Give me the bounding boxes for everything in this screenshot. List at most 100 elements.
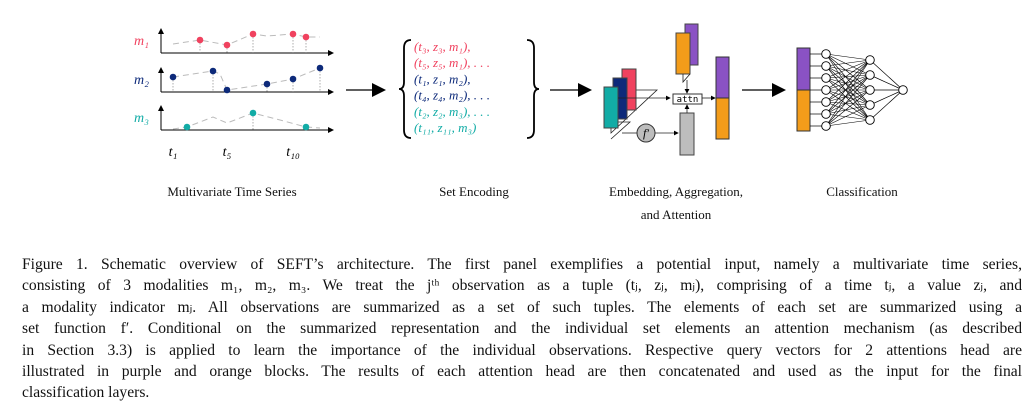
observation-point <box>209 67 217 75</box>
summary-representation-block <box>679 112 695 156</box>
hidden-edge <box>825 77 871 106</box>
modality-label: m₂ <box>134 73 149 88</box>
observation-point <box>223 41 231 49</box>
hidden-edge <box>825 89 871 103</box>
output-head-orange <box>715 97 730 140</box>
hidden-edge <box>825 65 871 106</box>
output-head-purple <box>715 56 730 99</box>
hidden-edge <box>825 59 871 79</box>
arrowhead <box>772 83 786 97</box>
hidden-edge <box>825 65 871 91</box>
neuron-node <box>821 73 831 83</box>
hidden-edge <box>825 74 871 91</box>
observation-point <box>249 30 257 38</box>
hidden-edge <box>825 53 871 91</box>
neuron-node <box>865 115 875 125</box>
modality-label: m₃ <box>134 111 149 126</box>
panel-label-embedding: Embedding, Aggregation, <box>609 184 743 199</box>
hidden-edge <box>825 59 871 67</box>
output-edge <box>869 59 904 91</box>
neuron-node <box>821 109 831 119</box>
hidden-edge <box>825 74 871 115</box>
neuron-node <box>865 100 875 110</box>
neuron-node <box>821 61 831 71</box>
query-plane <box>682 73 691 84</box>
arrowhead <box>372 83 386 97</box>
arrowhead <box>578 83 592 97</box>
observation-point <box>249 109 257 117</box>
caption-line: in Section 3.3) is applied to learn the … <box>22 341 1022 359</box>
set-function-label: f′ <box>643 126 649 140</box>
query-block-orange <box>675 32 691 75</box>
set-element: (t₁₁, z₁₁, m₃) <box>414 120 476 135</box>
caption-line: Figure 1. Schematic overview of SEFT’s a… <box>22 256 1022 273</box>
caption-line: consisting of 3 modalities m₁, m₂, m₃. W… <box>22 277 1022 295</box>
time-tick-label: t₅ <box>223 145 232 160</box>
embedding-plane <box>610 121 632 140</box>
set-element: (t₂, z₂, m₃), . . . <box>414 104 490 119</box>
input-head-purple <box>796 47 811 91</box>
attn-label: attn <box>677 95 699 105</box>
hidden-edge <box>825 101 871 106</box>
observation-point <box>302 123 310 131</box>
set-element: (t₄, z₄, m₂), . . . <box>414 88 490 103</box>
hidden-edge <box>825 89 871 127</box>
hidden-edge <box>825 104 871 127</box>
hidden-edge <box>825 89 871 115</box>
hidden-edge <box>825 59 871 91</box>
left-brace <box>398 39 412 139</box>
observation-point <box>302 33 310 41</box>
figure-caption: Figure 1. Schematic overview of SEFT’s a… <box>22 254 1022 404</box>
set-encoding-panel: (t₃, z₃, m₁),(t₅, z₅, m₁), . . .(t₁, z₁,… <box>398 39 540 139</box>
caption-line: illustrated in purple and orange blocks.… <box>22 362 1022 380</box>
neuron-node <box>821 121 831 131</box>
output-edge <box>869 89 904 106</box>
neuron-node <box>865 55 875 65</box>
time-tick-label: t₁ <box>169 145 178 160</box>
output-edge <box>869 74 904 91</box>
observation-point <box>289 30 297 38</box>
neuron-node <box>821 85 831 95</box>
architecture-diagram: m₁ m₂ m₃ t₁ t₅ t₁₀ (t₃, z₃, m₁),(t₅, z₅, m₁),… <box>134 23 908 160</box>
caption-line: a modality indicator mⱼ. All observation… <box>22 298 1022 316</box>
caption-line: classification layers. <box>22 384 150 402</box>
hidden-edge <box>825 59 871 127</box>
modality-label: m₁ <box>134 34 149 49</box>
input-head-orange <box>796 89 811 132</box>
set-element: (t₃, z₃, m₁), <box>414 39 471 54</box>
attn-box <box>672 93 703 105</box>
set-element: (t₁, z₁, m₂), <box>414 71 471 86</box>
observation-point <box>169 73 177 81</box>
hidden-edge <box>825 59 871 115</box>
right-brace <box>526 39 540 139</box>
series-line <box>172 33 320 46</box>
hidden-edge <box>825 65 871 76</box>
multivariate-time-series-panel: m₁ m₂ m₃ t₁ t₅ t₁₀ <box>134 28 334 160</box>
panel-label-classification: Classification <box>826 184 898 199</box>
embedding-block-m3 <box>603 86 619 129</box>
hidden-edge <box>825 74 871 127</box>
output-node <box>898 85 908 95</box>
panel-label-attention: and Attention <box>640 207 712 222</box>
embedding-aggregation-attention-panel: f′ attn <box>603 23 730 156</box>
hidden-edge <box>825 119 871 127</box>
series-line <box>172 112 321 130</box>
hidden-edge <box>825 74 871 103</box>
series-line <box>172 67 321 91</box>
hidden-edge <box>825 74 871 79</box>
hidden-edge <box>825 53 871 106</box>
observation-point <box>263 80 271 88</box>
time-tick-label: t₁₀ <box>286 145 300 160</box>
observation-point <box>223 86 231 94</box>
observation-point <box>196 36 204 44</box>
neuron-node <box>865 85 875 95</box>
classification-network <box>796 47 908 132</box>
observation-point <box>289 75 297 83</box>
neuron-node <box>821 49 831 59</box>
hidden-edge <box>825 89 871 106</box>
hidden-edge <box>825 59 871 103</box>
observation-point <box>316 64 324 72</box>
panel-label-set-encoding: Set Encoding <box>439 184 509 199</box>
panel-label-time-series: Multivariate Time Series <box>167 184 297 199</box>
hidden-edge <box>825 53 871 61</box>
